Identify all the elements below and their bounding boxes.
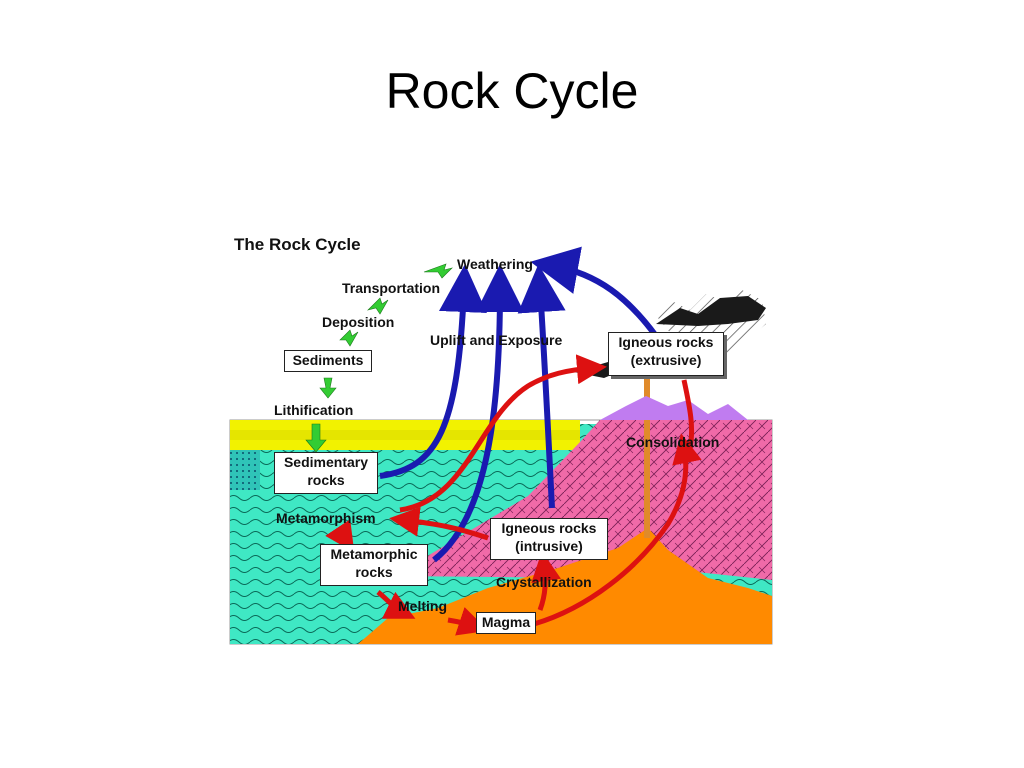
igneous-intrusive-box: Igneous rocks (intrusive) [490,518,608,560]
igneous-intrusive-line2: (intrusive) [515,538,583,554]
igneous-extrusive-line2: (extrusive) [630,352,702,368]
igneous-extrusive-line1: Igneous rocks [618,334,714,350]
metamorphic-rocks-line2: rocks [355,564,393,580]
rock-cycle-diagram: The Rock Cycle Weathering Transportation… [228,228,776,648]
deposition-label: Deposition [322,314,395,330]
sedimentary-rocks-line2: rocks [307,472,345,488]
magma-box: Magma [476,612,536,634]
metamorphism-label: Metamorphism [276,510,376,526]
sedimentary-rocks-line1: Sedimentary [283,454,369,470]
metamorphic-rocks-box: Metamorphic rocks [320,544,428,586]
smoke [656,296,766,326]
uplift-label: Uplift and Exposure [430,332,563,348]
volcano-conduit [644,368,650,538]
sediment-layer-mid [230,430,580,440]
sediment-layer-low [230,440,580,450]
melt-arrows [325,354,702,636]
sediment-layer-top [230,420,580,430]
weathering-label: Weathering [457,256,533,272]
sediments-box: Sediments [284,350,372,372]
sediments-text: Sediments [292,352,364,368]
igneous-intrusive-line1: Igneous rocks [501,520,597,536]
diagram-heading: The Rock Cycle [234,235,361,254]
lithification-label: Lithification [274,402,354,418]
sedimentary-rocks-box: Sedimentary rocks [274,452,378,494]
consolidation-label: Consolidation [626,434,720,450]
magma-text: Magma [481,614,531,630]
volcano-mountains [600,396,748,420]
melting-label: Melting [398,598,447,614]
uplift-arrows [379,246,659,563]
slide-title: Rock Cycle [385,63,639,119]
metamorphic-rocks-line1: Metamorphic [330,546,418,562]
igneous-extrusive-box: Igneous rocks (extrusive) [608,332,724,376]
crystallization-label: Crystallization [496,574,592,590]
transportation-label: Transportation [342,280,441,296]
sediment-dots [230,450,260,490]
